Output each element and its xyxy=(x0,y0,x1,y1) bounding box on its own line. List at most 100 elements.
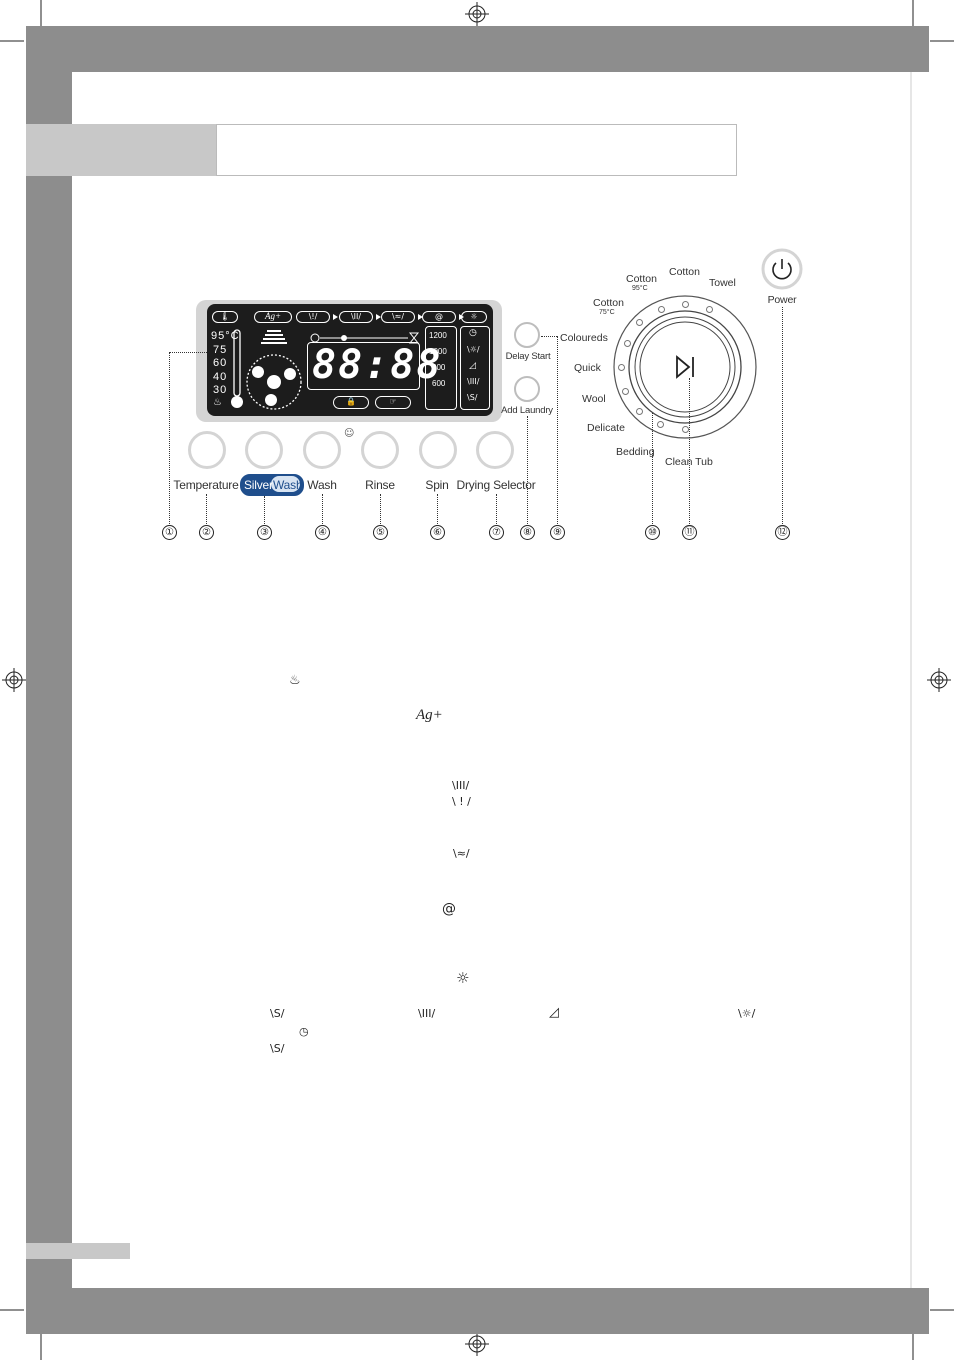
callout-4: ④ xyxy=(315,525,330,540)
callout-1: ① xyxy=(162,525,177,540)
dial-dot-cotton xyxy=(682,301,689,308)
thermometer-icon: 🌡 xyxy=(212,311,238,323)
time-display xyxy=(307,342,420,390)
child-lock-icon: ☞ xyxy=(375,396,411,409)
spin-speed-box xyxy=(425,326,457,410)
leader-10 xyxy=(652,413,653,524)
rinse-label: Rinse xyxy=(365,478,395,492)
prewash-tub-icon-inline: \ ! / xyxy=(452,795,471,808)
leader-3 xyxy=(264,496,265,524)
rinse-tub-icon: \≈/ xyxy=(381,311,415,323)
add-laundry-label: Add Laundry xyxy=(501,405,553,416)
synthetic-dry-icon-inline: \S/ xyxy=(270,1007,285,1020)
delay-start-button[interactable] xyxy=(514,322,540,348)
child-lock-symbol: ☺ xyxy=(344,428,355,439)
program-cotton-95-temp: 95°C xyxy=(632,285,648,292)
power-label: Power xyxy=(767,294,797,306)
ag-plus-icon: Ag+ xyxy=(254,311,292,323)
add-laundry-button[interactable] xyxy=(514,376,540,402)
leader-6 xyxy=(437,494,438,524)
dry-time-icon-inline: ◷ xyxy=(299,1025,309,1038)
wash-tub-icon: \II/ xyxy=(339,311,373,323)
leader-7 xyxy=(496,494,497,524)
drying-selector-label: Drying Selector xyxy=(456,478,536,492)
spin-spiral-icon-inline: @ xyxy=(442,901,456,917)
extra-dry-icon-inline: \III/ xyxy=(418,1007,436,1020)
leader-5 xyxy=(380,494,381,524)
silver-wash-button[interactable] xyxy=(245,431,283,469)
callout-10: ⑩ xyxy=(645,525,660,540)
time-digits: 88:88 xyxy=(312,342,443,388)
leader-11 xyxy=(689,378,690,524)
extra-dry-icon: \III/ xyxy=(467,377,480,386)
spin-button[interactable] xyxy=(419,431,457,469)
leader-4 xyxy=(322,494,323,524)
temperature-button[interactable] xyxy=(188,431,226,469)
header-tab xyxy=(26,124,216,176)
callout-9: ⑨ xyxy=(550,525,565,540)
spin-1200: 1200 xyxy=(429,331,447,340)
thermometer-gauge xyxy=(231,329,243,408)
frame-top xyxy=(26,26,929,72)
program-cotton-75: Cotton xyxy=(593,297,624,309)
dial-dot-clean-tub xyxy=(682,426,689,433)
cupboard-dry-icon: \☼/ xyxy=(467,345,480,354)
drying-selector-button[interactable] xyxy=(476,431,514,469)
dry-option-box xyxy=(460,326,490,410)
prewash-tub-icon: \!/ xyxy=(296,311,330,323)
program-dial[interactable] xyxy=(610,290,760,440)
heater-icon: ♨ xyxy=(213,397,222,408)
frame-bottom xyxy=(26,1288,929,1334)
silver-wash-badge-light xyxy=(271,476,300,492)
synthetic-dry-icon-inline-2: \S/ xyxy=(270,1042,285,1055)
callout-6: ⑥ xyxy=(430,525,445,540)
leader-9 xyxy=(557,336,558,524)
step-arrows xyxy=(333,314,464,320)
callout-3: ③ xyxy=(257,525,272,540)
temp-40: 40 xyxy=(213,371,228,383)
page-tab xyxy=(26,1243,130,1259)
power-button[interactable] xyxy=(761,248,803,290)
rinse-button[interactable] xyxy=(361,431,399,469)
program-clean-tub: Clean Tub xyxy=(665,456,713,468)
dry-time-icon: ◷ xyxy=(469,328,477,338)
callout-2: ② xyxy=(199,525,214,540)
synthetic-dry-icon: \S/ xyxy=(467,393,478,402)
door-lock-icon: 🔒 xyxy=(333,396,369,409)
callout-11: ⑪ xyxy=(682,525,697,540)
dial-dot-wool xyxy=(622,388,629,395)
program-bedding: Bedding xyxy=(616,446,655,458)
silver-label: Silver xyxy=(244,478,273,492)
dial-dot-towel xyxy=(706,306,713,313)
spin-600: 600 xyxy=(432,379,446,388)
callout-5: ⑤ xyxy=(373,525,388,540)
leader-2 xyxy=(206,494,207,524)
temp-30: 30 xyxy=(213,384,228,396)
program-delicate: Delicate xyxy=(587,422,625,434)
wash-button[interactable] xyxy=(303,431,341,469)
play-pause-icon[interactable] xyxy=(673,354,699,380)
ag-plus-icon-inline: Ag+ xyxy=(416,707,443,723)
iron-dry-icon: ◿ xyxy=(469,361,476,371)
dial-dot-quick xyxy=(618,364,625,371)
leader-1-h xyxy=(169,352,207,353)
temp-60: 60 xyxy=(213,357,228,369)
silver-swirl-icon xyxy=(246,330,302,410)
callout-8: ⑧ xyxy=(520,525,535,540)
wash-label: Wash xyxy=(307,478,337,492)
leader-8 xyxy=(527,416,528,524)
wash-tub-icon-inline: \III/ xyxy=(452,779,470,792)
program-wool: Wool xyxy=(582,393,606,405)
cupboard-dry-icon-inline: \☼/ xyxy=(738,1007,756,1020)
dial-dot-bedding xyxy=(657,421,664,428)
spin-1000: 1000 xyxy=(429,347,447,356)
program-cotton-95: Cotton xyxy=(626,273,657,285)
rinse-tub-icon-inline: \≈/ xyxy=(453,847,470,860)
dial-dot-cotton75 xyxy=(636,319,643,326)
delay-start-label: Delay Start xyxy=(505,351,551,362)
heater-icon-inline: ♨ xyxy=(289,673,301,688)
dial-dot-delicate xyxy=(636,408,643,415)
leader-1 xyxy=(169,352,170,524)
silver-wash-label: Wash xyxy=(273,478,303,492)
